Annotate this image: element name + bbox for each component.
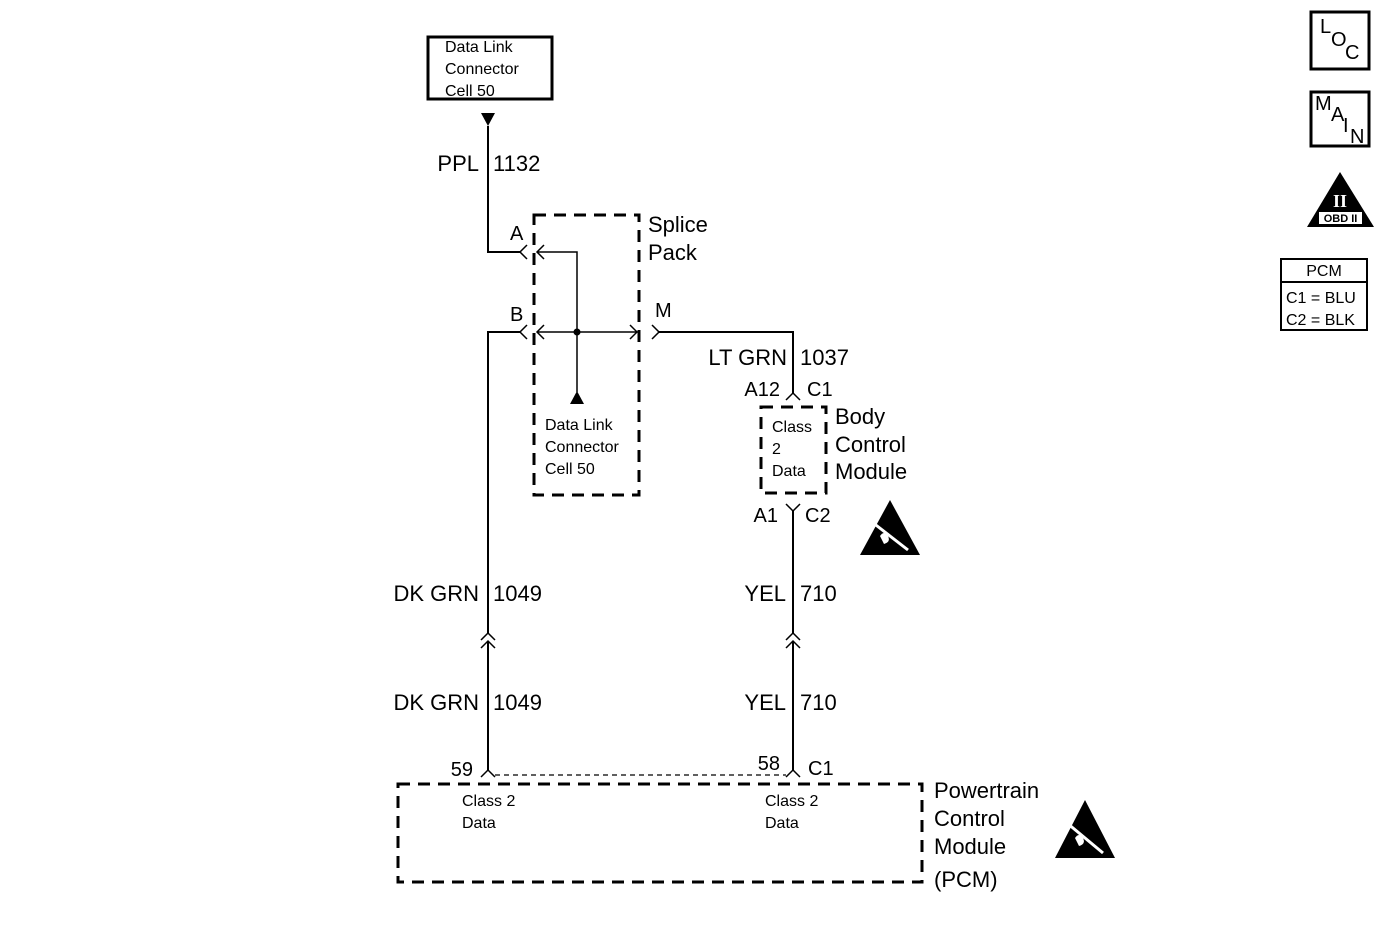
loc-letter-2: O bbox=[1331, 29, 1347, 51]
pcm-legend-row-2: C2 = BLK bbox=[1286, 312, 1355, 329]
splice-pack[interactable] bbox=[532, 213, 641, 497]
obd-ii-icon[interactable]: II OBD II bbox=[1307, 172, 1374, 227]
dlc-top-box[interactable]: Data Link Connector Cell 50 bbox=[426, 35, 554, 101]
wire-lt-grn-circuit: 1037 bbox=[800, 345, 849, 370]
pcm-inner-right-1: Class 2 bbox=[765, 793, 818, 810]
bcm-conn-top: C1 bbox=[807, 379, 833, 401]
loc-letter-1: L bbox=[1320, 16, 1331, 38]
wire-dk-grn-upper-color: DK GRN bbox=[393, 581, 479, 606]
splice-dlc-ref-line-2: Connector bbox=[545, 439, 619, 456]
wire-dk-grn-lower-color: DK GRN bbox=[393, 690, 479, 715]
wire-ppl-color: PPL bbox=[437, 151, 479, 176]
pcm-conn: C1 bbox=[808, 758, 834, 780]
pcm-title-2: Control bbox=[934, 806, 1005, 831]
bcm-inner-3: Data bbox=[772, 463, 806, 480]
bcm-title-2: Control bbox=[835, 432, 906, 457]
pcm-legend-title: PCM bbox=[1306, 263, 1342, 280]
bcm-pin-top: A12 bbox=[744, 379, 780, 401]
splice-dlc-ref-arrow bbox=[570, 391, 584, 404]
bcm-inner-2: 2 bbox=[772, 441, 781, 458]
pcm-pin-59-terminal bbox=[480, 768, 496, 778]
bcm-conn-bottom: C2 bbox=[805, 505, 831, 527]
bcm-bottom-terminal bbox=[785, 503, 801, 513]
splice-dlc-ref-line-1: Data Link bbox=[545, 417, 614, 434]
dlc-top-terminal-arrow bbox=[481, 113, 495, 126]
bcm-title-1: Body bbox=[835, 404, 885, 429]
main-letter-1: M bbox=[1315, 93, 1332, 115]
pcm-inner-right-2: Data bbox=[765, 815, 799, 832]
splice-pack-title-1: Splice bbox=[648, 212, 708, 237]
pcm-title-1: Powertrain bbox=[934, 778, 1039, 803]
splice-pin-b-terminal bbox=[518, 324, 528, 340]
esd-warning-icon-pcm bbox=[1055, 800, 1115, 858]
main-letter-4: N bbox=[1350, 126, 1364, 148]
obd-roman: II bbox=[1333, 191, 1347, 211]
bcm-top-terminal bbox=[785, 391, 801, 401]
pcm-title-3: Module bbox=[934, 834, 1006, 859]
splice-internal-a-wire bbox=[537, 251, 578, 332]
obd-label: OBD II bbox=[1324, 213, 1358, 225]
pcm-inner-left-1: Class 2 bbox=[462, 793, 515, 810]
pcm-connector-legend: PCM C1 = BLU C2 = BLK bbox=[1280, 258, 1368, 331]
splice-pin-m-inner-terminal bbox=[629, 324, 639, 340]
dlc-top-line-2: Connector bbox=[445, 61, 519, 78]
loc-icon[interactable]: L O C bbox=[1309, 10, 1371, 71]
splice-pin-m-terminal bbox=[651, 324, 661, 340]
pcm-pin-right: 58 bbox=[758, 753, 780, 775]
wire-yel-upper-circuit: 710 bbox=[800, 581, 837, 606]
dlc-top-line-3: Cell 50 bbox=[445, 83, 495, 100]
dlc-top-line-1: Data Link bbox=[445, 39, 514, 56]
splice-pin-a-terminal bbox=[518, 244, 528, 260]
pcm-pin-left: 59 bbox=[451, 759, 473, 781]
wire-dk-grn-upper-circuit: 1049 bbox=[493, 581, 542, 606]
pcm-pin-58-terminal bbox=[785, 768, 801, 778]
dk-grn-inline-connector-top bbox=[480, 631, 496, 641]
wire-yel-upper-color: YEL bbox=[744, 581, 786, 606]
wire-ppl-1132[interactable] bbox=[487, 126, 520, 253]
wire-lt-grn-color: LT GRN bbox=[708, 345, 787, 370]
main-letter-3: I bbox=[1343, 115, 1349, 137]
bcm-title-3: Module bbox=[835, 459, 907, 484]
pcm-box[interactable] bbox=[396, 782, 924, 884]
pcm-legend-row-1: C1 = BLU bbox=[1286, 290, 1356, 307]
yel-inline-connector-top bbox=[785, 631, 801, 641]
wire-lt-grn-1037[interactable] bbox=[659, 331, 794, 393]
pcm-inner-left-2: Data bbox=[462, 815, 496, 832]
bcm-box[interactable] bbox=[759, 405, 828, 495]
wire-yel-lower-color: YEL bbox=[744, 690, 786, 715]
wire-ppl-circuit: 1132 bbox=[493, 151, 540, 176]
main-icon[interactable]: M A I N bbox=[1309, 90, 1371, 148]
esd-warning-icon-bcm bbox=[860, 500, 920, 555]
splice-pin-m: M bbox=[655, 300, 672, 322]
wire-dk-grn-1049-upper[interactable] bbox=[487, 331, 520, 633]
splice-dlc-ref-line-3: Cell 50 bbox=[545, 461, 595, 478]
bcm-pin-bottom: A1 bbox=[754, 505, 778, 527]
splice-pin-a: A bbox=[510, 223, 524, 245]
loc-letter-3: C bbox=[1345, 42, 1359, 64]
wire-yel-lower-circuit: 710 bbox=[800, 690, 837, 715]
pcm-title-4: (PCM) bbox=[934, 867, 998, 892]
bcm-inner-1: Class bbox=[772, 419, 812, 436]
wire-dk-grn-lower-circuit: 1049 bbox=[493, 690, 542, 715]
splice-pack-title-2: Pack bbox=[648, 240, 698, 265]
main-letter-2: A bbox=[1331, 104, 1345, 126]
splice-pin-b: B bbox=[510, 304, 523, 326]
